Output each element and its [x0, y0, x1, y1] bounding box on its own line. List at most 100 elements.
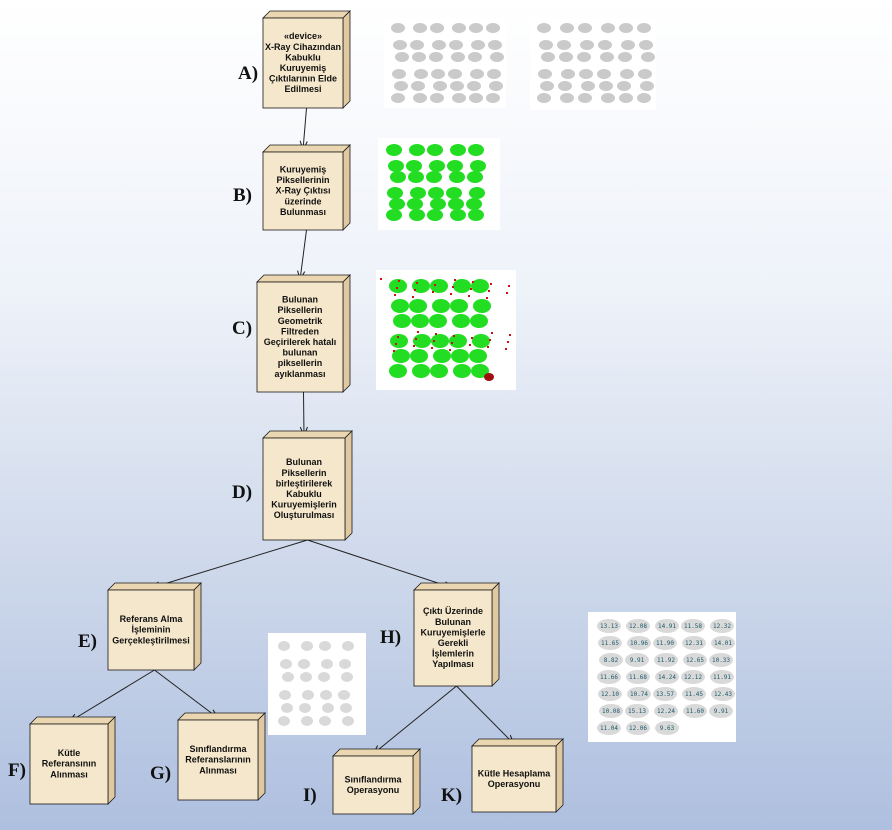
mass-value: 13.57	[656, 691, 674, 698]
filtered-nut-blob	[451, 349, 469, 363]
mass-nut-blob	[597, 721, 621, 735]
step-label-I: I)	[303, 785, 317, 806]
xray-nut-blob	[392, 69, 406, 79]
detected-nut-blob	[407, 198, 423, 210]
filtered-nut-blob	[409, 299, 427, 313]
detected-nut-blob	[450, 144, 466, 156]
filtered-nut-blob	[472, 334, 490, 348]
detected-nut-blob	[466, 198, 482, 210]
xray-nut-blob	[431, 69, 445, 79]
edge-H-K	[456, 685, 515, 744]
detected-nut-blob	[426, 171, 442, 183]
noise-pixel	[509, 334, 511, 336]
node-K-line: Kütle Hesaplama	[478, 768, 552, 778]
filtered-nut-blob	[392, 349, 410, 363]
node-B-line: Piksellerinin	[276, 175, 329, 185]
step-label-B: B)	[233, 185, 252, 206]
noise-pixel	[453, 335, 455, 337]
node-A-line: Edilmesi	[284, 84, 321, 94]
xray-nut-blob	[414, 69, 428, 79]
filtered-nut-blob	[412, 364, 430, 378]
mass-nut-blob	[709, 704, 733, 718]
mass-value: 11.45	[685, 691, 703, 698]
node-D: BulunanPiksellerinbirleştirilerekKabuklu…	[262, 430, 353, 541]
filtered-nut-blob	[450, 299, 468, 313]
node-C: BulunanPiksellerinGeometrikFiltredenGeçi…	[256, 274, 351, 393]
xray-nut-blob	[468, 52, 482, 62]
detected-nut-blob	[469, 187, 485, 199]
edges	[69, 107, 515, 754]
node-H: Çıktı ÜzerindeBulunanKuruyemişlerleGerek…	[413, 582, 500, 687]
node-H-line: Çıktı Üzerinde	[423, 606, 483, 616]
xray-nut-blob	[578, 93, 592, 103]
noise-pixel	[472, 281, 474, 283]
mass-nut-blob	[655, 619, 679, 633]
noise-blob	[484, 373, 494, 381]
detected-nut-blob	[447, 160, 463, 172]
mass-nut-blob	[626, 721, 650, 735]
node-I-line: Sınıflandırma	[344, 774, 402, 784]
mass-value: 12.10	[601, 691, 619, 698]
xray-nut-blob	[561, 69, 575, 79]
reference-nut-blob	[302, 690, 314, 700]
detected-nut-blob	[429, 160, 445, 172]
reference-nut-blob	[279, 690, 291, 700]
filtered-nut-blob	[389, 364, 407, 378]
node-F-line: Kütle	[58, 748, 81, 758]
mass-value: 12.08	[629, 623, 647, 630]
filtered-nut-blob	[471, 364, 489, 378]
node-D-line: Piksellerin	[281, 468, 326, 478]
reference-nut-blob	[342, 716, 354, 726]
node-H-line: Gerekli	[438, 638, 469, 648]
xray-nut-blob	[619, 23, 633, 33]
filtered-nut-blob	[473, 299, 491, 313]
mass-value: 8.82	[604, 657, 619, 664]
detected-nut-blob	[389, 198, 405, 210]
xray-nut-blob	[560, 23, 574, 33]
detected-nut-blob	[386, 144, 402, 156]
reference-nut-blob	[282, 672, 294, 682]
mass-value: 10.33	[712, 657, 730, 664]
noise-pixel	[380, 278, 382, 280]
mass-nut-blob	[682, 687, 706, 701]
node-D-line: Kuruyemişlerin	[271, 500, 337, 510]
classification-reference-image	[268, 633, 366, 735]
xray-nut-blob	[599, 81, 613, 91]
xray-nut-blob	[395, 52, 409, 62]
xray-nut-blob	[429, 52, 443, 62]
filtered-nut-blob	[431, 334, 449, 348]
noise-pixel	[434, 284, 436, 286]
reference-nut-blob	[341, 672, 353, 682]
mass-value: 11.68	[629, 674, 647, 681]
mass-nut-blob	[627, 687, 651, 701]
noise-pixel	[486, 297, 488, 299]
node-B-line: Bulunması	[280, 207, 326, 217]
xray-nut-blob	[540, 81, 554, 91]
xray-nut-blob	[619, 93, 633, 103]
node-A: «device»X-Ray CihazındanKabukluKuruyemiş…	[262, 10, 351, 109]
noise-pixel	[412, 296, 414, 298]
xray-output-image-2	[530, 18, 656, 110]
step-label-F: F)	[8, 760, 26, 781]
detected-nut-blob	[386, 209, 402, 221]
mass-value: 14.01	[714, 640, 732, 647]
node-B-line: Kuruyemiş	[280, 165, 327, 175]
reference-nut-blob	[278, 641, 290, 651]
xray-nut-blob	[601, 93, 615, 103]
detected-nut-blob	[408, 171, 424, 183]
mass-nut-blob	[597, 619, 621, 633]
node-D-line: birleştirilerek	[276, 478, 334, 488]
mass-value: 11.60	[686, 708, 704, 715]
xray-nut-blob	[391, 93, 405, 103]
xray-nut-blob	[639, 40, 653, 50]
xray-nut-blob	[413, 23, 427, 33]
filtered-nut-blob	[391, 299, 409, 313]
xray-nut-blob	[470, 69, 484, 79]
mass-nut-blob	[598, 636, 622, 650]
mass-value: 12.12	[684, 674, 702, 681]
noise-pixel	[505, 348, 507, 350]
reference-nut-blob	[278, 716, 290, 726]
xray-nut-blob	[433, 81, 447, 91]
noise-pixel	[431, 347, 433, 349]
xray-nut-blob	[412, 52, 426, 62]
